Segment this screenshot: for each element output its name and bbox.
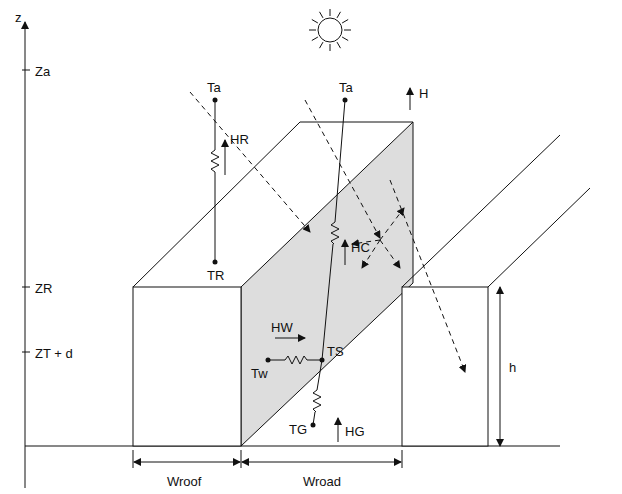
symbol-label: Ta — [206, 80, 222, 95]
symbol-label: TS — [326, 344, 345, 359]
sun-ray — [309, 30, 316, 31]
symbol-label: HW — [270, 320, 294, 335]
symbol-label: TR — [206, 268, 225, 283]
symbol-label: ZT + d — [34, 346, 74, 361]
symbol-label: Za — [34, 64, 51, 79]
symbol-label: ZR — [34, 281, 53, 296]
symbol-label: Wroad — [302, 474, 342, 489]
sun-ray — [330, 9, 331, 16]
sun-ray — [312, 20, 318, 24]
sun-ray — [342, 20, 348, 24]
sun-ray — [337, 42, 341, 48]
symbol-label: h — [508, 360, 517, 375]
symbol-label: z — [14, 10, 23, 25]
symbol-label: HR — [229, 132, 250, 147]
sun-ray — [320, 12, 324, 18]
sun-ray — [330, 44, 331, 51]
sun-ray — [312, 37, 318, 41]
symbol-label: H — [418, 86, 429, 101]
symbol-label: HG — [344, 424, 366, 439]
sun-ray — [337, 12, 341, 18]
symbol-label: Ta — [338, 80, 354, 95]
sun-ray — [320, 42, 324, 48]
symbol-label: Tw — [250, 366, 269, 381]
symbol-label: TG — [288, 422, 308, 437]
sun-ray — [344, 30, 351, 31]
sun-ray — [342, 37, 348, 41]
symbol-label: Wroof — [166, 474, 202, 489]
symbol-label: HC — [350, 240, 371, 255]
